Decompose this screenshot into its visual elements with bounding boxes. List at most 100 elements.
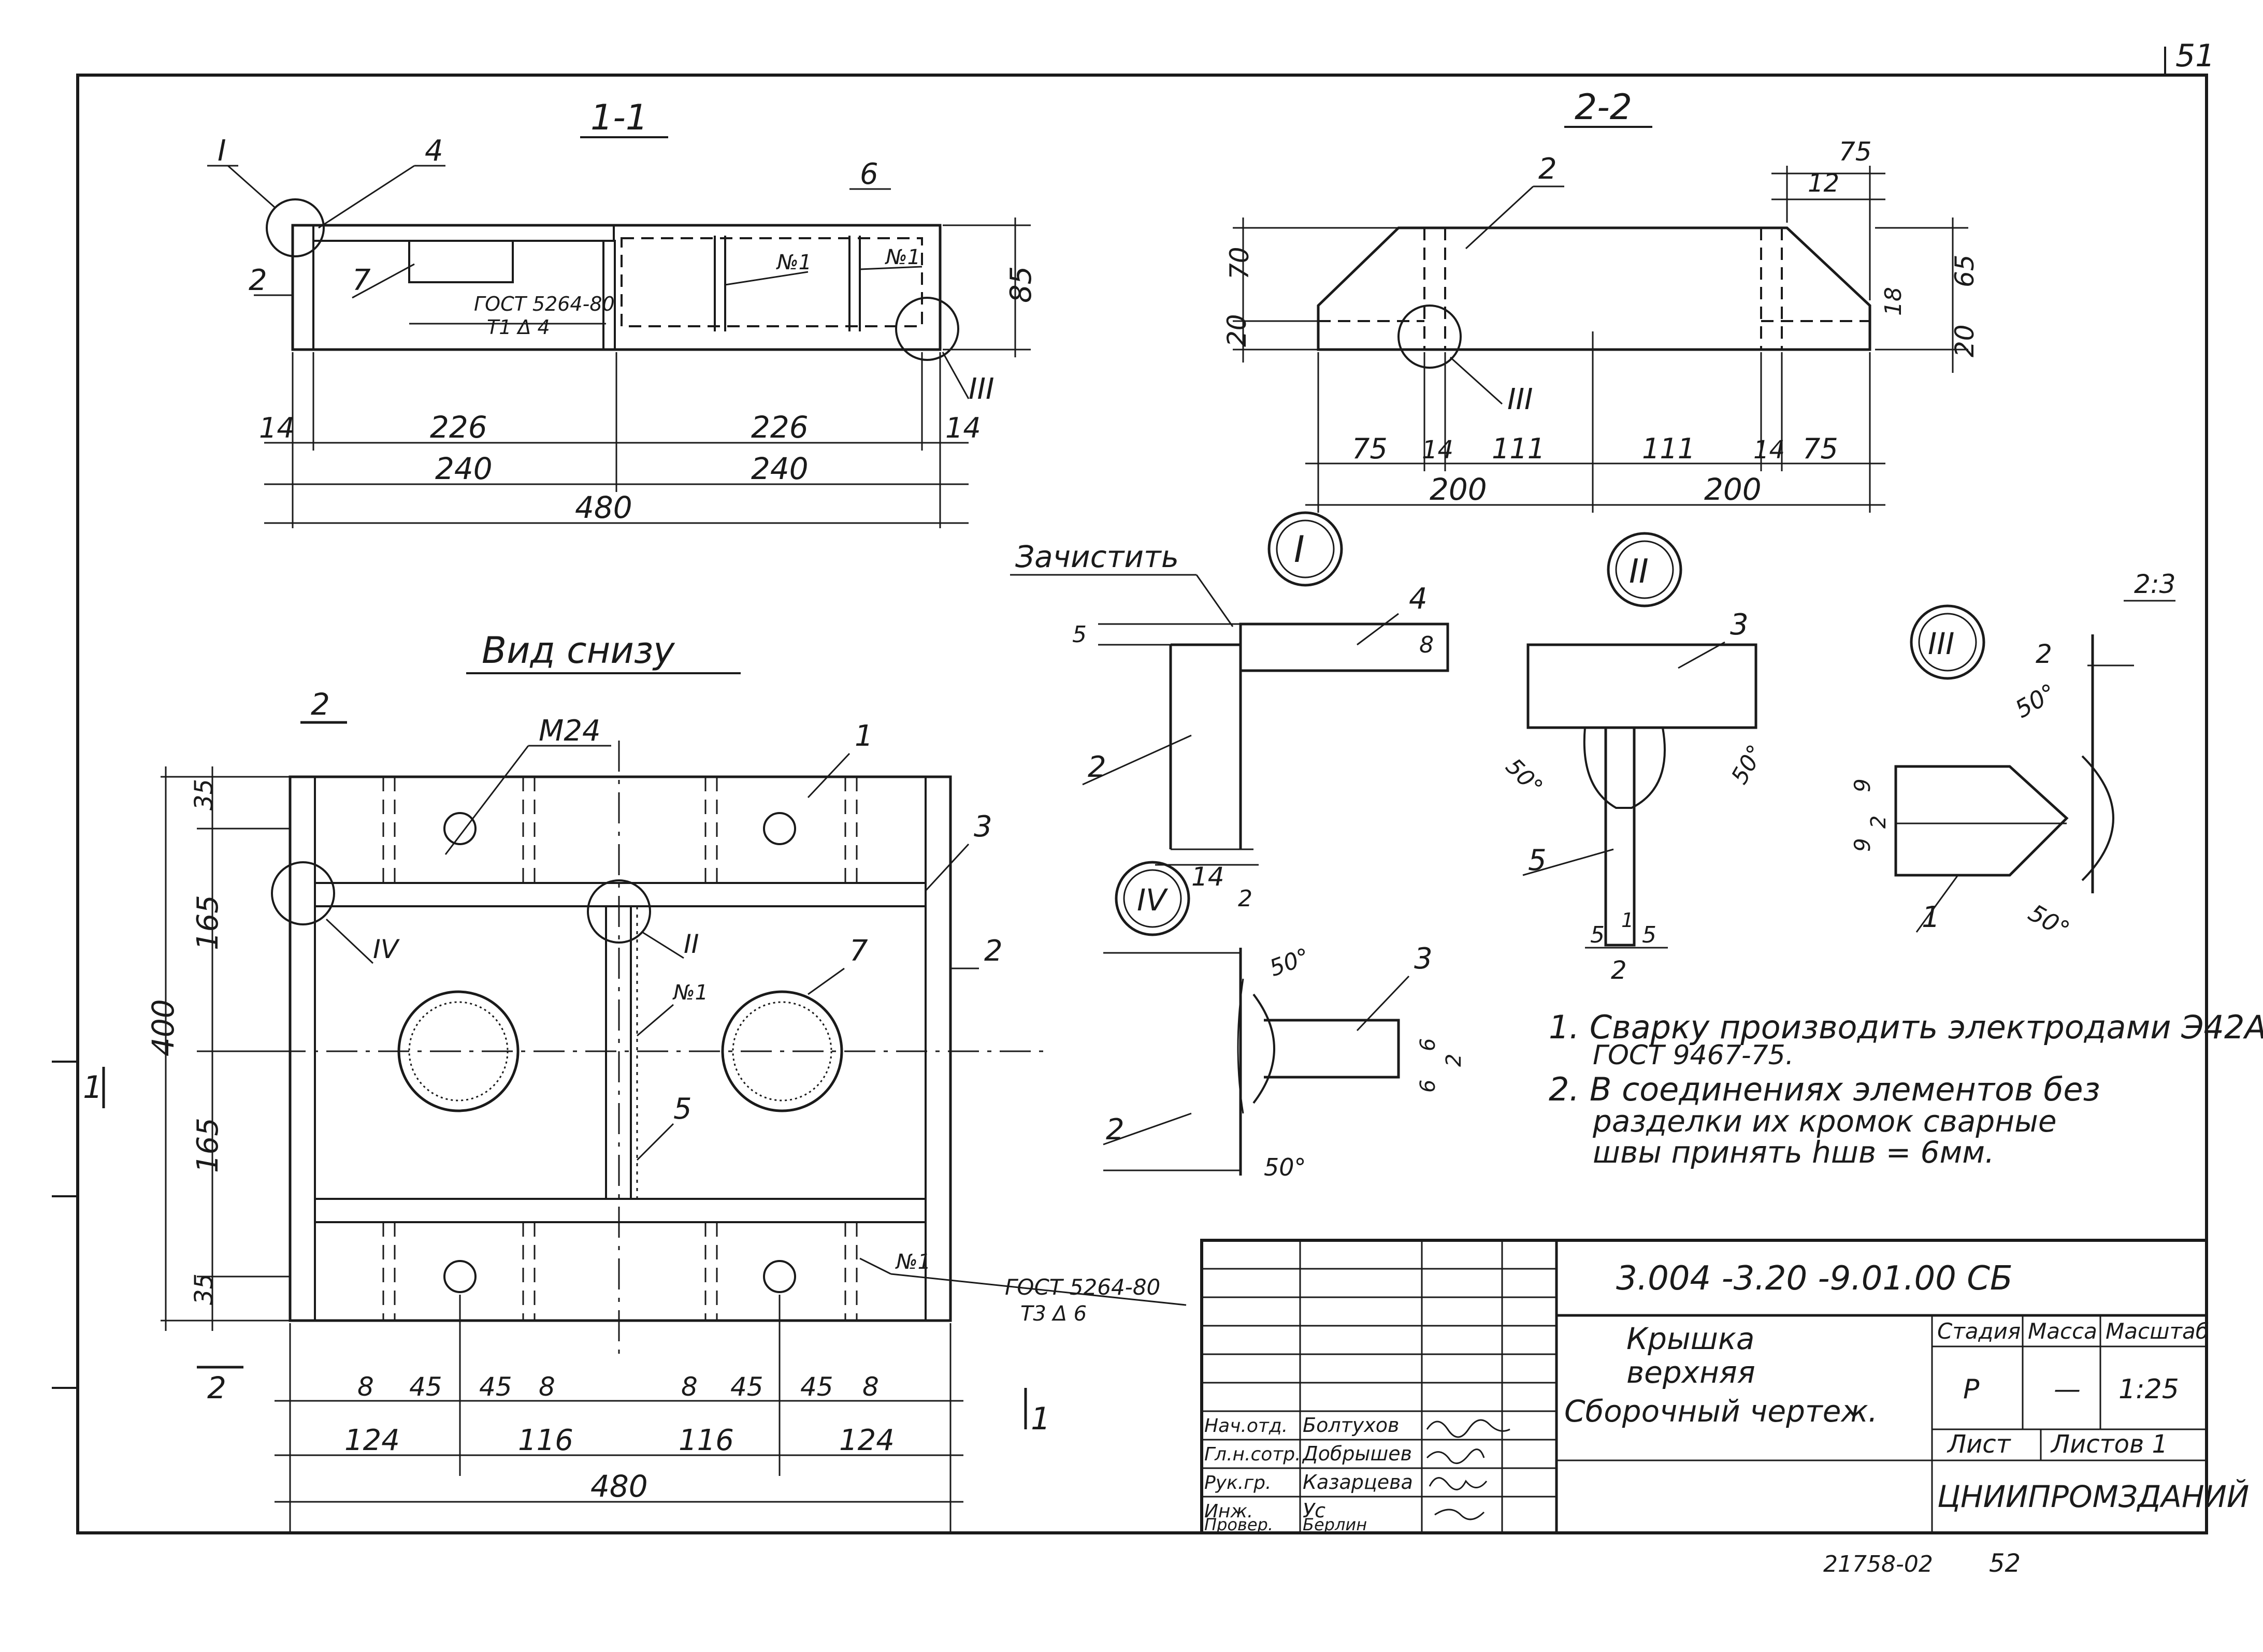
svg-text:2: 2 <box>1106 1113 1125 1147</box>
svg-text:6: 6 <box>1416 1080 1440 1093</box>
svg-text:5: 5 <box>1642 922 1656 948</box>
inventory-number: 21758-02 <box>1823 1551 1933 1577</box>
signature <box>1426 1419 1510 1438</box>
svg-text:50°: 50° <box>1266 943 1313 982</box>
svg-text:14: 14 <box>1191 862 1224 892</box>
svg-text:2: 2 <box>1538 152 1557 186</box>
svg-text:1:25: 1:25 <box>2118 1374 2179 1405</box>
svg-text:I: I <box>1294 528 1305 571</box>
svg-text:2: 2 <box>1867 816 1891 829</box>
svg-text:111: 111 <box>1642 432 1695 465</box>
svg-text:№1: №1 <box>672 981 708 1005</box>
svg-text:50°: 50° <box>1726 741 1769 789</box>
title-line: Крышка <box>1626 1321 1754 1356</box>
svg-text:IV: IV <box>373 934 400 964</box>
svg-text:Добрышев: Добрышев <box>1302 1442 1412 1465</box>
svg-text:Нач.отд.: Нач.отд. <box>1204 1415 1288 1437</box>
svg-text:2: 2 <box>207 1370 226 1405</box>
svg-text:6: 6 <box>1416 1038 1440 1051</box>
svg-text:5: 5 <box>1072 621 1087 648</box>
svg-text:Инж.: Инж. <box>1204 1501 1253 1522</box>
svg-text:8: 8 <box>681 1372 698 1402</box>
bolt-hole <box>763 812 796 845</box>
svg-text:165: 165 <box>191 1118 225 1173</box>
svg-text:2: 2 <box>1611 956 1627 985</box>
svg-text:480: 480 <box>575 490 632 525</box>
title-line: Сборочный чертеж. <box>1564 1394 1878 1429</box>
svg-text:Казарцева: Казарцева <box>1303 1471 1413 1494</box>
svg-text:2: 2 <box>2036 639 2052 669</box>
signature <box>1426 1448 1485 1465</box>
svg-text:20: 20 <box>1222 314 1252 347</box>
svg-text:2: 2 <box>249 264 267 297</box>
detail-I-marker <box>266 198 325 257</box>
bottom-view: Вид снизу <box>83 629 1187 1533</box>
svg-text:45: 45 <box>800 1372 833 1402</box>
sheet-number: 51 <box>2175 38 2215 74</box>
title-line: верхняя <box>1626 1355 1755 1390</box>
svg-text:12: 12 <box>1808 169 1839 198</box>
section-1-1-dims: 14 226 226 14 240 240 480 85 <box>259 218 1038 528</box>
detail-I: I Зачистить 4 2 5 8 14 <box>1010 511 1449 892</box>
svg-text:111: 111 <box>1492 432 1545 465</box>
svg-text:Провер.: Провер. <box>1204 1515 1273 1534</box>
svg-text:III: III <box>1928 626 1954 661</box>
svg-text:2: 2 <box>984 934 1003 968</box>
svg-text:Масса: Масса <box>2028 1318 2097 1344</box>
svg-text:226: 226 <box>430 410 487 445</box>
svg-text:8: 8 <box>1419 632 1434 658</box>
bolt-hole <box>443 812 477 845</box>
svg-text:I: I <box>218 134 226 168</box>
svg-text:7: 7 <box>849 934 868 968</box>
svg-text:116: 116 <box>518 1424 573 1457</box>
svg-text:18: 18 <box>1880 287 1907 316</box>
svg-text:IV: IV <box>1137 882 1169 918</box>
designation: 3.004 -3.20 -9.01.00 СБ <box>1616 1259 2013 1298</box>
signature <box>1429 1477 1488 1490</box>
svg-text:9: 9 <box>1850 838 1875 852</box>
svg-text:2: 2 <box>1442 1054 1466 1067</box>
svg-text:№1: №1 <box>895 1250 931 1274</box>
title-block: 3.004 -3.20 -9.01.00 СБ Крышка верхняя С… <box>1200 1239 2249 1534</box>
svg-text:14: 14 <box>259 412 295 444</box>
svg-text:Ус: Ус <box>1303 1499 1325 1522</box>
svg-text:Берлин: Берлин <box>1303 1515 1367 1534</box>
svg-text:75: 75 <box>1352 432 1388 465</box>
bolt-hole <box>763 1260 796 1293</box>
svg-text:3: 3 <box>974 810 992 844</box>
svg-text:70: 70 <box>1224 247 1255 280</box>
section-2-2: 2-2 2 III 75 12 70 20 <box>1222 87 1980 513</box>
svg-text:Гл.н.сотр.: Гл.н.сотр. <box>1204 1444 1301 1465</box>
note-line: швы принять hшв = 6мм. <box>1593 1135 1994 1170</box>
page-number: 52 <box>1989 1549 2021 1578</box>
detail-III-marker <box>1397 305 1462 369</box>
signature <box>1434 1509 1485 1520</box>
svg-text:14: 14 <box>945 412 981 444</box>
svg-text:200: 200 <box>1430 472 1487 507</box>
svg-text:Р: Р <box>1963 1374 1980 1405</box>
svg-text:1: 1 <box>83 1069 103 1106</box>
sheet-frame <box>76 74 2208 1534</box>
svg-text:№1: №1 <box>776 251 812 274</box>
svg-text:—: — <box>2054 1374 2081 1405</box>
svg-text:8: 8 <box>357 1372 374 1402</box>
svg-text:3: 3 <box>1730 608 1749 642</box>
svg-text:III: III <box>1507 383 1533 416</box>
svg-text:Т1 Δ 4: Т1 Δ 4 <box>487 316 550 339</box>
svg-text:№1: №1 <box>885 245 920 269</box>
svg-text:45: 45 <box>409 1372 442 1402</box>
svg-text:75: 75 <box>1803 432 1838 465</box>
svg-text:4: 4 <box>425 134 443 168</box>
svg-text:226: 226 <box>751 410 809 445</box>
general-notes: 1. Сварку производить электродами Э42А Г… <box>1549 1008 2263 1170</box>
svg-text:2:3: 2:3 <box>2134 569 2175 599</box>
svg-text:Т3 Δ 6: Т3 Δ 6 <box>1020 1302 1087 1326</box>
section-1-1: 1-1 I 4 6 2 7 №1 №1 III ГОСТ <box>207 97 1038 528</box>
svg-text:5: 5 <box>1590 922 1605 948</box>
svg-text:III: III <box>969 372 994 406</box>
svg-text:Масштаб: Масштаб <box>2106 1318 2209 1344</box>
detail-II: II 3 5 50° 50° 5 5 2 1 <box>1501 532 1769 985</box>
detail-IV-marker <box>271 861 335 925</box>
svg-text:400: 400 <box>146 999 181 1056</box>
